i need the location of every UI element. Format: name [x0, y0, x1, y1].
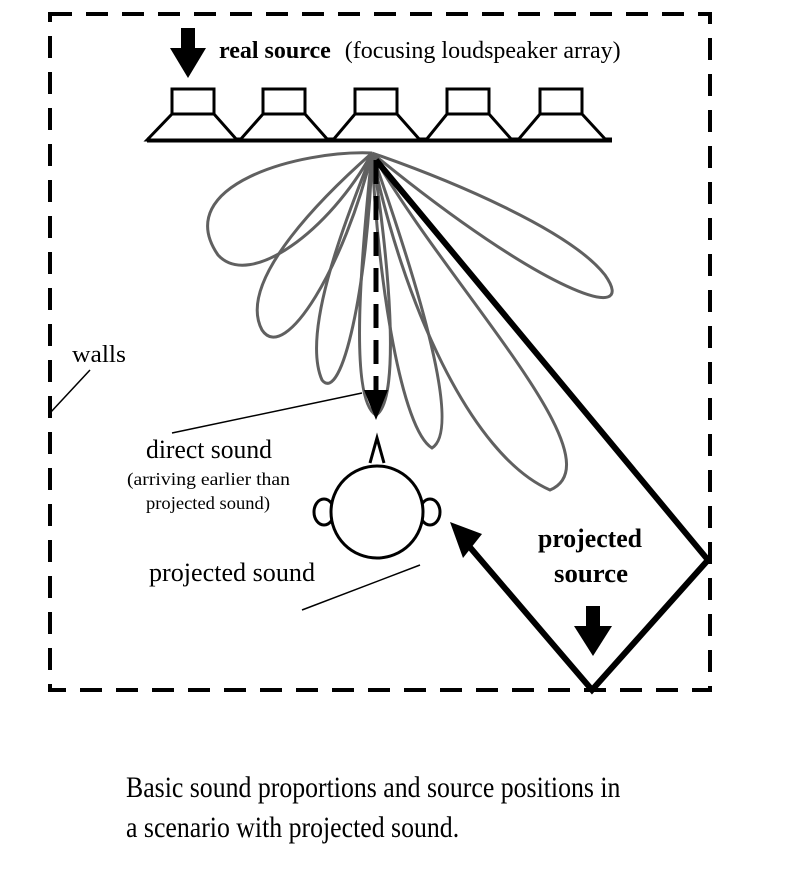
sound-projection-diagram: real source (focusing loudspeaker array)…	[48, 12, 712, 695]
speaker-1	[143, 87, 241, 142]
direct-sound-label: direct sound	[146, 435, 272, 464]
figure-caption: Basic sound proportions and source posit…	[126, 768, 676, 848]
direct-sound-note-line2: projected sound)	[146, 493, 270, 514]
walls-leader-line	[49, 369, 91, 414]
projected-sound-label: projected sound	[149, 558, 315, 587]
walls-label: walls	[72, 342, 126, 368]
projected-sound-arrowhead	[450, 522, 482, 558]
real-source-note: (focusing loudspeaker array)	[345, 38, 621, 64]
real-source-label: real source	[219, 38, 331, 64]
caption-line-1: Basic sound proportions and source posit…	[126, 771, 621, 804]
direct-sound-note-line1: (arriving earlier than	[127, 469, 290, 490]
speaker-4	[422, 87, 516, 142]
projected-source-label-line2: source	[554, 559, 628, 588]
real-source-arrow	[170, 28, 206, 78]
lobe-far-left	[206, 151, 374, 267]
direct-sound-arrowhead	[364, 390, 388, 420]
projected-source-arrow	[574, 606, 612, 656]
projected-source-label-line1: projected	[538, 524, 643, 553]
svg-text:real source (focusing loud: real source (focusing loudspeaker array)	[219, 38, 621, 64]
speaker-5	[514, 87, 610, 142]
head-icon	[329, 464, 425, 560]
speaker-2	[236, 87, 332, 142]
listener-head	[312, 432, 442, 560]
lobe-mid-right	[370, 152, 444, 450]
loudspeaker-array	[143, 87, 612, 143]
direct-sound-leader-line	[171, 392, 363, 434]
nose-icon	[368, 432, 386, 464]
speaker-3	[329, 87, 424, 142]
projected-sound-path	[373, 158, 712, 695]
lobe-far-right	[371, 151, 614, 300]
room-walls	[48, 12, 712, 692]
lobe-right	[370, 152, 568, 492]
projected-sound-leader-line	[301, 564, 421, 611]
lobe-left	[255, 151, 374, 339]
caption-line-2: a scenario with projected sound.	[126, 811, 460, 844]
